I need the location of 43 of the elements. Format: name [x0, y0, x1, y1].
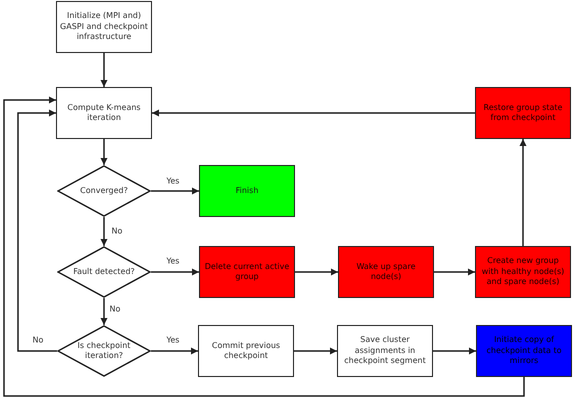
arrow — [152, 110, 475, 116]
edge-label: Yes — [166, 178, 180, 186]
arrow — [151, 348, 198, 354]
process-text: Commit previous checkpoint — [210, 340, 282, 362]
edge-label: No — [110, 228, 124, 236]
process-text: Finish — [236, 186, 258, 196]
process-box — [337, 325, 433, 377]
process-box — [338, 246, 434, 298]
decision-text: Converged? — [80, 186, 128, 196]
edge-label: No — [32, 336, 44, 346]
process-text: Save cluster assignments in checkpoint segment — [343, 335, 427, 367]
process-text: Delete current active group — [204, 262, 290, 282]
decision-text: Is checkpoint iteration? — [76, 340, 132, 362]
arrow — [433, 348, 476, 354]
process-text: Compute K-means iteration — [66, 102, 142, 124]
edge-label: Yes — [166, 336, 180, 346]
process-text: Initialize (MPI and) GASPI and checkpoint infrastructure — [59, 11, 149, 43]
edge-label: No — [108, 306, 122, 314]
process-box — [56, 87, 152, 139]
decision-text: Fault detected? — [73, 266, 135, 278]
process-box — [198, 325, 294, 377]
arrow — [295, 268, 338, 276]
process-text: Restore group state from checkpoint — [482, 102, 564, 124]
process-box — [56, 1, 152, 53]
process-text: Create new group with healthy node(s) and spare node(s) — [480, 256, 566, 288]
arrow — [151, 188, 199, 194]
arrow — [434, 268, 475, 276]
process-box — [476, 325, 572, 377]
arrow — [100, 53, 108, 87]
arrow — [520, 139, 526, 246]
process-box — [475, 87, 571, 139]
process-text: Initiate copy of checkpoint data to mirrors — [486, 335, 562, 367]
arrow — [100, 217, 108, 246]
arrow — [100, 298, 108, 325]
process-box — [199, 165, 295, 217]
arrow — [100, 139, 108, 165]
edge-label: Yes — [166, 258, 180, 266]
process-text: Wake up spare node(s) — [356, 262, 416, 282]
arrow — [294, 348, 337, 354]
process-box — [475, 246, 571, 298]
arrow — [17, 110, 57, 352]
arrow — [151, 268, 199, 276]
process-box — [199, 246, 295, 298]
